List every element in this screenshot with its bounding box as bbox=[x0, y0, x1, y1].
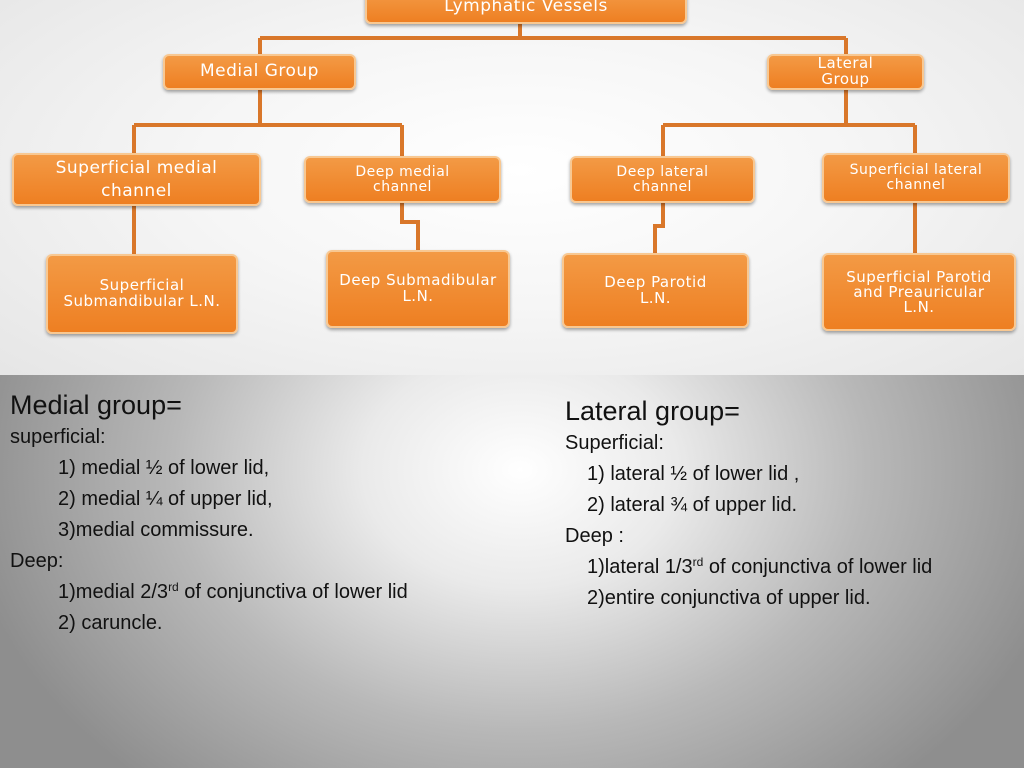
superficial-submandibular-node-box: Superficial Submandibular L.N. bbox=[46, 254, 238, 334]
superficial-lateral-channel-label: Superficial lateral channel bbox=[849, 162, 983, 193]
medial-group-heading: Medial group= bbox=[10, 390, 182, 420]
deep-lateral-channel-label: Deep lateral channel bbox=[616, 163, 709, 195]
deep-medial-channel-label: Deep medial channel bbox=[355, 163, 450, 195]
superficial-lateral-channel-box: Superficial lateral channel bbox=[822, 153, 1010, 203]
medial-deep-item-text-rest: of conjunctiva of lower lid bbox=[178, 581, 408, 603]
medial-deep-item-superscript: rd bbox=[168, 580, 179, 594]
lateral-group-label: Lateral Group bbox=[817, 54, 874, 88]
medial-superficial-item: 2) medial ¼ of upper lid, bbox=[58, 488, 273, 510]
lateral-group-heading: Lateral group= bbox=[565, 396, 740, 426]
superficial-parotid-node-box: Superficial Parotid and Preauricular L.N… bbox=[822, 253, 1016, 331]
lateral-group-notes: Lateral group= Superficial: 1) lateral ½… bbox=[565, 394, 932, 614]
superficial-submandibular-node-label: Superficial Submandibular L.N. bbox=[63, 276, 221, 310]
lateral-superficial-item: 2) lateral ¾ of upper lid. bbox=[587, 494, 798, 516]
connector-lines bbox=[132, 18, 917, 256]
lateral-deep-item: 2)entire conjunctiva of upper lid. bbox=[587, 587, 871, 609]
medial-superficial-label: superficial: bbox=[10, 426, 106, 448]
connector-to-deep-submandibular-node bbox=[400, 202, 420, 252]
root-label: Lymphatic Vessels bbox=[444, 0, 608, 17]
deep-submandibular-node-box: Deep Submadibular L.N. bbox=[326, 250, 510, 328]
deep-medial-channel-box: Deep medial channel bbox=[304, 156, 501, 203]
lateral-deep-item: 1)lateral 1/3rd of conjunctiva of lower … bbox=[565, 552, 932, 583]
medial-deep-label: Deep: bbox=[10, 550, 64, 572]
lateral-deep-item-text: 1)lateral 1/3 bbox=[587, 556, 693, 578]
medial-superficial-item: 3)medial commissure. bbox=[58, 519, 254, 541]
medial-group-label: Medial Group bbox=[200, 61, 319, 82]
medial-deep-item: 1)medial 2/3rd of conjunctiva of lower l… bbox=[10, 577, 408, 608]
lateral-group-box: Lateral Group bbox=[767, 54, 924, 90]
medial-deep-item: 2) caruncle. bbox=[58, 612, 163, 634]
lateral-superficial-label: Superficial: bbox=[565, 432, 664, 454]
lateral-deep-label: Deep : bbox=[565, 525, 624, 547]
superficial-medial-channel-box: Superficial medial channel bbox=[12, 153, 261, 206]
medial-group-box: Medial Group bbox=[163, 54, 356, 90]
lateral-deep-item-text-rest: of conjunctiva of lower lid bbox=[703, 556, 933, 578]
medial-deep-item-text: 1)medial 2/3 bbox=[58, 581, 169, 603]
medial-group-notes: Medial group= superficial: 1) medial ½ o… bbox=[10, 388, 408, 639]
medial-superficial-item: 1) medial ½ of lower lid, bbox=[58, 457, 270, 479]
connector-to-deep-parotid-node bbox=[653, 202, 665, 255]
superficial-parotid-node-label: Superficial Parotid and Preauricular L.N… bbox=[846, 267, 992, 316]
lymphatic-flowchart: Lymphatic Vessels Medial Group Lateral G… bbox=[0, 0, 1024, 375]
root-box-lymphatic-vessels: Lymphatic Vessels bbox=[365, 0, 687, 24]
deep-lateral-channel-box: Deep lateral channel bbox=[570, 156, 755, 203]
lateral-superficial-item: 1) lateral ½ of lower lid , bbox=[587, 463, 800, 485]
lateral-deep-item-superscript: rd bbox=[692, 555, 704, 569]
deep-parotid-node-label: Deep Parotid L.N. bbox=[604, 272, 707, 307]
deep-parotid-node-box: Deep Parotid L.N. bbox=[562, 253, 749, 328]
deep-submandibular-node-label: Deep Submadibular L.N. bbox=[339, 271, 497, 305]
superficial-medial-channel-label: Superficial medial channel bbox=[55, 158, 218, 201]
